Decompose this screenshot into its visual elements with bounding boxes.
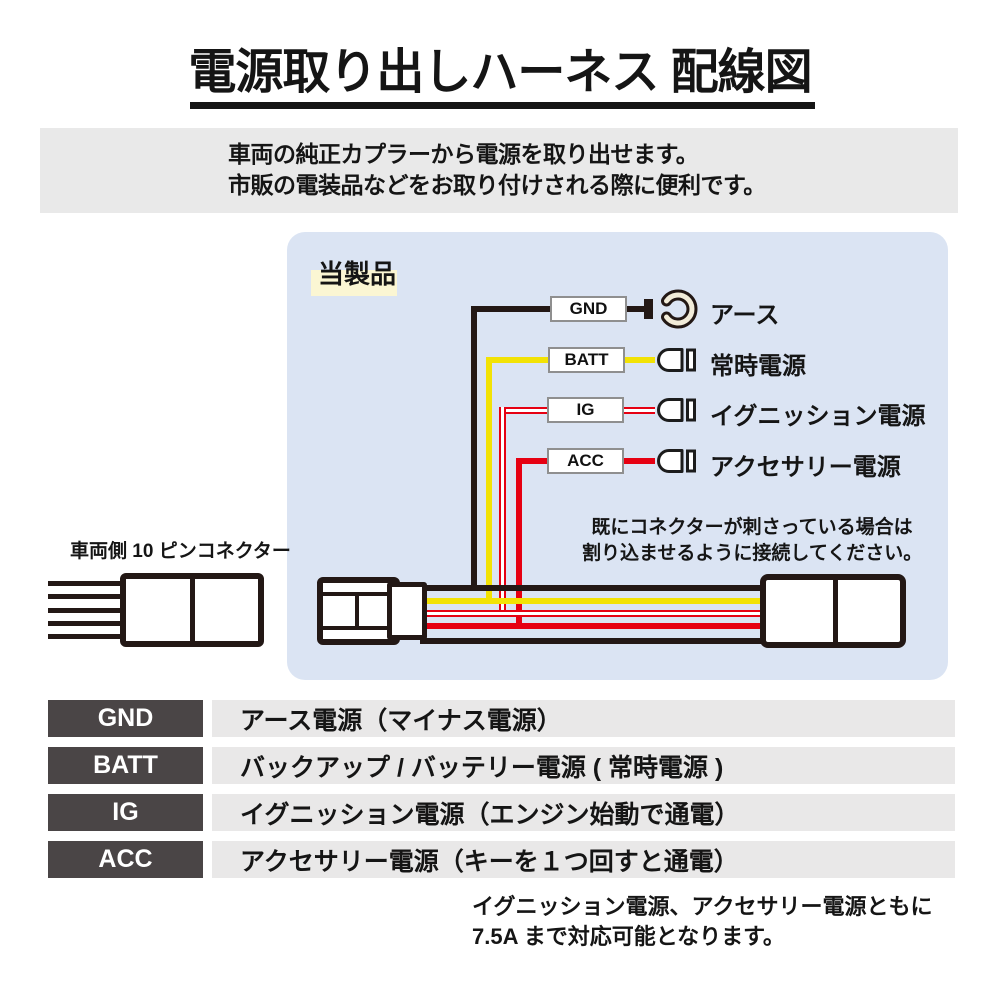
table-value-batt: バックアップ / バッテリー電源 ( 常時電源 ) [212,747,955,784]
acc-wire-horizontal [516,458,549,464]
vehicle-wire [48,581,124,586]
diagram-panel: 当製品 GND BATT IG ACC [287,232,948,680]
label-ignition: イグニッション電源 [710,403,926,430]
ig-wire-horizontal [499,407,549,414]
bundle-black-bottom-wire [420,638,765,644]
harness-plug [387,582,427,640]
acc-wire-vertical [516,458,522,629]
table-key-acc: ACC [48,841,203,878]
title-underline [190,102,815,109]
left-connector-divider [355,592,359,630]
table-value-ig: イグニッション電源（エンジン始動で通電） [212,794,955,831]
connector-note: 既にコネクターが刺さっている場合は 割り込ませるように接続してください。 [582,515,922,567]
right-connector-divider [833,580,838,642]
tag-acc: ACC [547,448,624,474]
note-line-1: 既にコネクターが刺さっている場合は [591,517,913,538]
vehicle-connector [120,573,264,647]
intro-line-2: 市販の電装品などをお取り付けされる際に便利です。 [228,172,766,198]
intro-line-1: 車両の純正カプラーから電源を取り出せます。 [228,141,699,167]
page-title: 電源取り出しハーネス 配線図 [188,46,812,99]
label-ground: アース [710,302,780,329]
vehicle-wire [48,594,124,599]
bullet-terminal-icon [657,348,696,372]
vehicle-wire [48,634,124,639]
bundle-red-wire [420,623,765,629]
capacity-note: イグニッション電源、アクセサリー電源ともに 7.5A まで対応可能となります。 [472,892,932,952]
ring-terminal-icon [644,289,698,329]
tag-gnd: GND [550,296,627,322]
ig-wire-vertical [499,407,506,616]
gnd-wire-vertical [471,306,477,591]
product-label: 当製品 [318,259,397,289]
vehicle-wire [48,608,124,613]
table-key-batt: BATT [48,747,203,784]
table-key-gnd: GND [48,700,203,737]
table-value-acc: アクセサリー電源（キーを１つ回すと通電） [212,841,955,878]
product-label-highlight [311,270,397,296]
ig-wire-to-terminal [622,407,655,414]
tag-ig: IG [547,397,624,423]
bundle-red-white-wire [420,610,765,617]
bundle-black-top-wire [420,585,765,591]
label-accessory: アクセサリー電源 [710,454,901,481]
note-line-2: 割り込ませるように接続してください。 [582,543,923,564]
batt-wire-to-terminal [623,357,655,363]
bullet-terminal-icon [657,398,696,422]
label-constant: 常時電源 [710,353,806,380]
vehicle-wire [48,621,124,626]
acc-wire-to-terminal [623,458,655,464]
bullet-terminal-icon [657,449,696,473]
batt-wire-horizontal [486,357,550,363]
gnd-wire-to-terminal [626,306,648,312]
gnd-wire-horizontal [471,306,552,312]
bundle-yellow-wire [420,598,765,604]
vehicle-connector-label: 車両側 10 ピンコネクター [70,541,291,562]
harness-right-connector [760,574,906,648]
capacity-note-line-2: 7.5A まで対応可能となります。 [472,924,785,949]
table-value-gnd: アース電源（マイナス電源） [212,700,955,737]
table-key-ig: IG [48,794,203,831]
tag-batt: BATT [548,347,625,373]
intro-box: 車両の純正カプラーから電源を取り出せます。 市販の電装品などをお取り付けされる際… [40,128,958,213]
vehicle-connector-divider [190,579,195,641]
batt-wire-vertical [486,357,492,604]
capacity-note-line-1: イグニッション電源、アクセサリー電源ともに [472,894,933,919]
